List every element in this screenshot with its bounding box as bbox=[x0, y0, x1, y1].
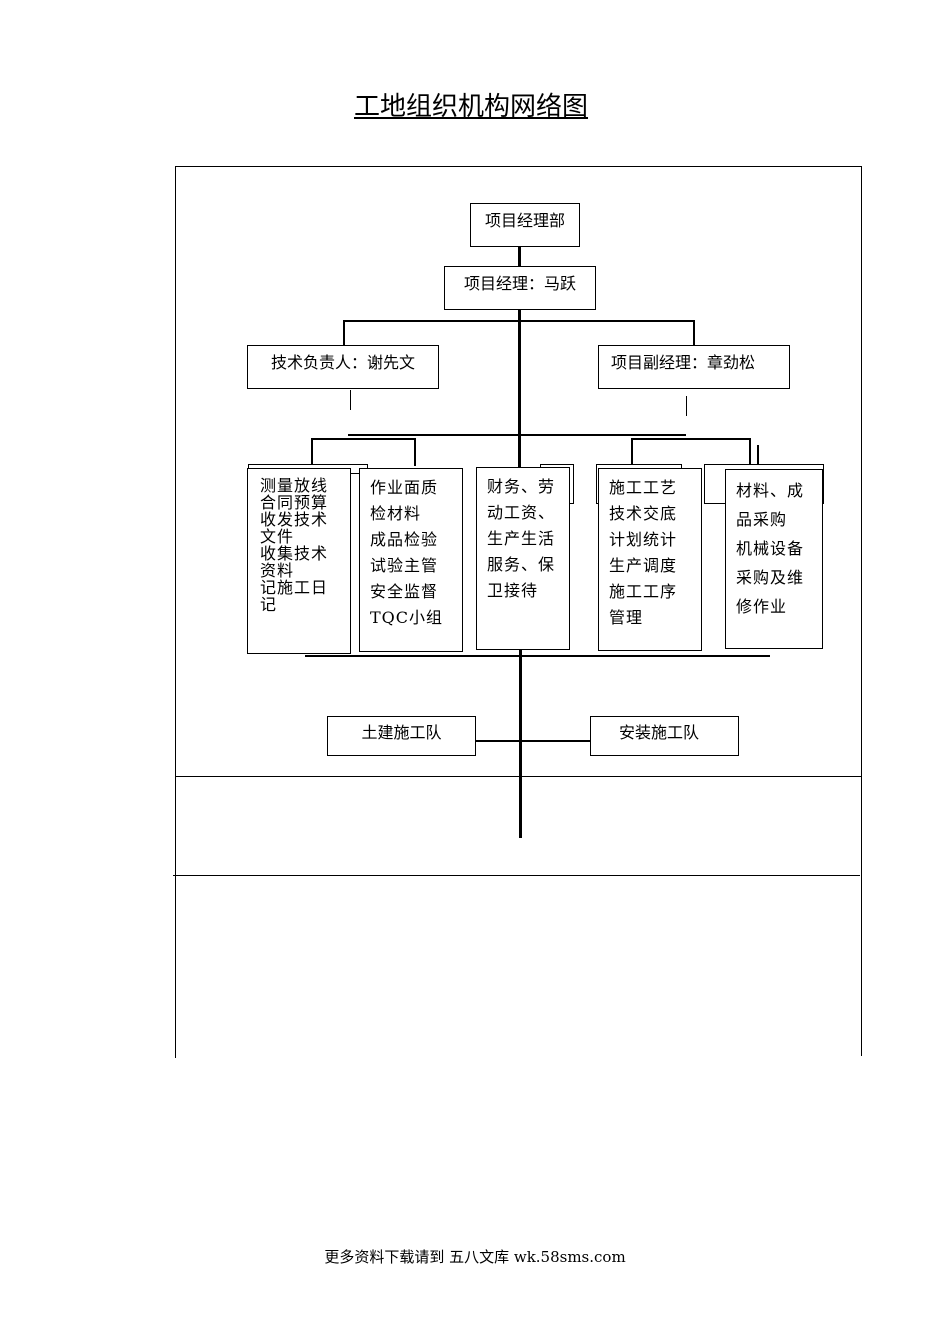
footer-text: 更多资料下载请到 五八文库 wk.58sms.com bbox=[324, 1248, 626, 1266]
group-line: 动工资、 bbox=[487, 503, 556, 522]
group-line: 检材料 bbox=[370, 504, 422, 523]
group-line: 材料、成 bbox=[736, 481, 805, 500]
group-line: 安全监督 bbox=[370, 582, 439, 601]
group-line: 合同预算 bbox=[260, 493, 329, 512]
group-survey: 测量放线合同预算收发技术文件收集技术资料记施工日记 bbox=[247, 468, 351, 654]
group-line: 收集技术资料 bbox=[260, 544, 329, 580]
group-finance: 财务、劳动工资、生产生活服务、保卫接待 bbox=[476, 467, 570, 650]
group-line: 品采购 bbox=[736, 510, 788, 529]
node-project-manager: 项目经理：马跃 bbox=[444, 266, 596, 310]
group-line: 技术交底 bbox=[609, 504, 678, 523]
group-materials: 材料、成品采购机械设备采购及维修作业 bbox=[725, 469, 823, 649]
group-line: 机械设备 bbox=[736, 539, 805, 558]
group-line: 修作业 bbox=[736, 597, 788, 616]
node-civil-team: 土建施工队 bbox=[327, 716, 476, 756]
group-line: 计划统计 bbox=[609, 530, 678, 549]
group-line: 施工工序 bbox=[609, 582, 678, 601]
node-project-dept: 项目经理部 bbox=[470, 203, 580, 247]
node-tech-lead: 技术负责人：谢先文 bbox=[247, 345, 439, 389]
group-line: 财务、劳 bbox=[487, 477, 556, 496]
group-quality: 作业面质检材料成品检验试验主管安全监督 TQC小组 bbox=[359, 468, 463, 652]
group-line: 采购及维 bbox=[736, 568, 805, 587]
group-line: 测量放线 bbox=[260, 476, 329, 495]
group-line: 生产生活 bbox=[487, 529, 556, 548]
group-line: 作业面质 bbox=[370, 478, 439, 497]
group-construction: 施工工艺技术交底计划统计生产调度施工工序管理 bbox=[598, 468, 702, 651]
group-line: 施工工艺 bbox=[609, 478, 678, 497]
page-title: 工地组织机构网络图 bbox=[354, 92, 589, 122]
group-line: 生产调度 bbox=[609, 556, 678, 575]
group-line: 管理 bbox=[609, 608, 644, 627]
group-line: 卫接待 bbox=[487, 581, 539, 600]
group-line: 试验主管 bbox=[370, 556, 439, 575]
group-line: 成品检验 bbox=[370, 530, 439, 549]
group-line: 记施工日记 bbox=[260, 578, 329, 614]
group-line: 服务、保 bbox=[487, 555, 556, 574]
group-line: TQC小组 bbox=[370, 608, 444, 627]
group-line: 收发技术文件 bbox=[260, 510, 329, 546]
node-install-team: 安装施工队 bbox=[590, 716, 739, 756]
node-deputy-manager: 项目副经理：章劲松 bbox=[598, 345, 790, 389]
